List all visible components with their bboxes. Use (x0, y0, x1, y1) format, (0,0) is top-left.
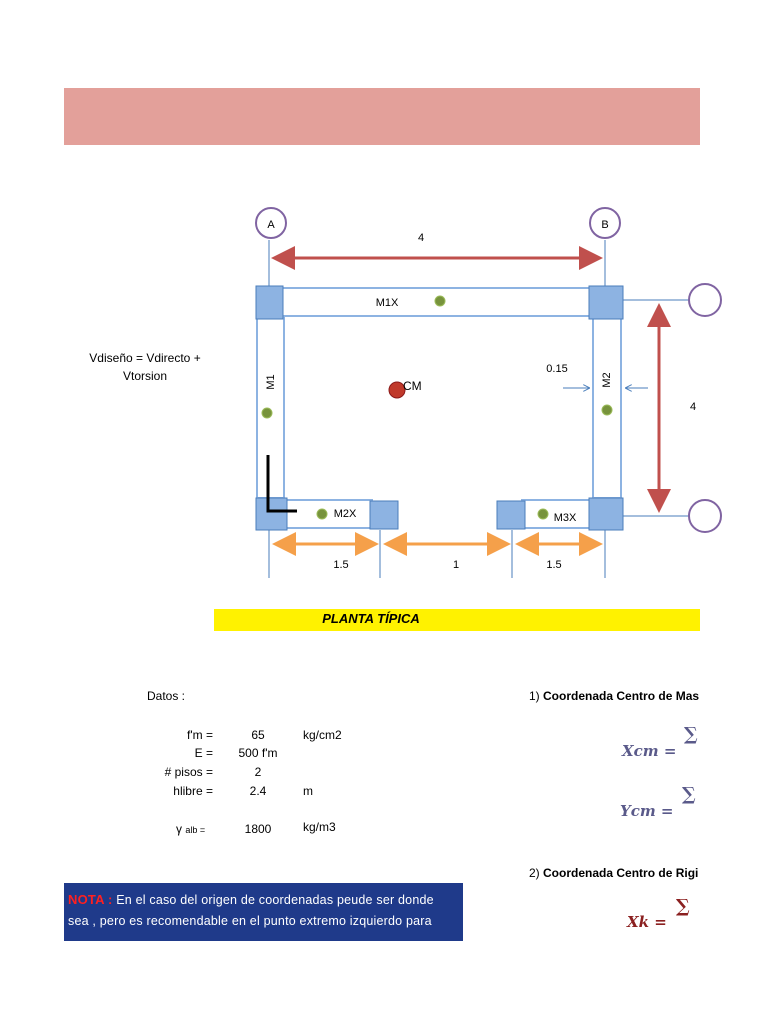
axis-bubble-right-top (688, 283, 722, 317)
centroid-m2 (601, 404, 613, 416)
section2-heading: 2) Coordenada Centro de Rigi (529, 866, 700, 880)
column-b-bottom (588, 497, 624, 531)
formula-ycm-sum: ∑ (682, 784, 696, 805)
wall-label-m2x: M2X (334, 508, 357, 520)
wall-label-m3x: M3X (554, 512, 577, 524)
origin-marker (266, 455, 297, 513)
wall-label-m1x: M1X (376, 297, 399, 309)
datos-value-fm: 65 (251, 728, 265, 742)
formula-xcm: Xcm = (622, 742, 677, 760)
wall-m1 (256, 317, 285, 499)
formula-ycm: Ycm = (620, 802, 674, 820)
centroid-m1x (434, 295, 446, 307)
nota-line1: NOTA : En el caso del origen de coordena… (68, 889, 459, 911)
datos-label-gamma: γ alb = (176, 822, 205, 836)
centroid-m3x (537, 508, 549, 520)
column-a-top (255, 285, 284, 320)
axis-bubble-a (255, 207, 287, 239)
wall-m2x (283, 499, 373, 529)
column-b-top (588, 285, 624, 320)
axis-label-b: B (601, 219, 608, 231)
nota-text-2: sea , pero es recomendable en el punto e… (68, 914, 432, 928)
datos-unit-hlibre: m (303, 784, 313, 798)
datos-unit-gamma: kg/m3 (303, 820, 336, 834)
dimension-right-label: 4 (690, 401, 696, 413)
design-shear-formula-line1: Vdiseño = Vdirecto + (89, 351, 201, 365)
datos-label-e: E = (194, 746, 213, 760)
datos-label-hlibre: hlibre = (173, 784, 213, 798)
datos-value-pisos: 2 (254, 765, 262, 779)
datos-value-e: 500 f'm (238, 746, 278, 760)
column-opening-right (496, 500, 526, 530)
formula-xk: Xk = (627, 913, 667, 931)
dimension-bottom-left-label: 1.5 (333, 559, 348, 571)
gamma-sub: alb = (185, 825, 206, 835)
section2-title: Coordenada Centro de Rigi (543, 866, 699, 880)
datos-label-pisos: # pisos = (164, 765, 213, 779)
column-opening-left (369, 500, 399, 530)
design-shear-formula-line2: Vtorsion (122, 369, 168, 383)
wall-label-m1: M1 (265, 374, 277, 389)
center-of-mass-point (388, 381, 406, 399)
centroid-m1 (261, 407, 273, 419)
datos-title: Datos : (147, 689, 186, 703)
center-of-mass-label: CM (403, 379, 422, 393)
section1-num: 1) (529, 689, 540, 703)
thickness-label: 0.15 (546, 363, 567, 375)
axis-bubble-b (589, 207, 621, 239)
centroid-m2x (316, 508, 328, 520)
nota-text-1: En el caso del origen de coordenadas peu… (112, 893, 434, 907)
dimension-top-label: 4 (418, 232, 424, 244)
dimension-bottom-right-label: 1.5 (546, 559, 561, 571)
header-band (64, 88, 700, 145)
column-a-bottom (255, 497, 288, 531)
planta-title: PLANTA TÍPICA (322, 611, 420, 626)
axis-label-a: A (267, 219, 275, 231)
section1-heading: 1) Coordenada Centro de Mas (529, 689, 700, 703)
gamma-symbol: γ (176, 822, 182, 836)
datos-unit-fm: kg/cm2 (303, 728, 342, 742)
planta-title-bar (214, 609, 700, 631)
section1-title: Coordenada Centro de Mas (543, 689, 700, 703)
wall-label-m2: M2 (601, 372, 613, 387)
nota-box: NOTA : En el caso del origen de coordena… (64, 883, 463, 941)
datos-label-fm: f'm = (187, 728, 213, 742)
dimension-bottom-middle-label: 1 (453, 559, 459, 571)
nota-label: NOTA : (68, 892, 113, 907)
design-shear-formula: Vdiseño = Vdirecto + Vtorsion (80, 349, 210, 385)
section2-num: 2) (529, 866, 540, 880)
axis-bubble-right-bottom (688, 499, 722, 533)
formula-xcm-sum: ∑ (684, 724, 698, 745)
datos-value-gamma: 1800 (244, 822, 272, 836)
formula-xk-sum: ∑ (676, 896, 690, 917)
floor-plan-diagram: A B 4 4 M1X M1 M2 M2X M3X CM 0.15 1.5 1 … (255, 207, 722, 578)
datos-value-hlibre: 2.4 (249, 784, 267, 798)
